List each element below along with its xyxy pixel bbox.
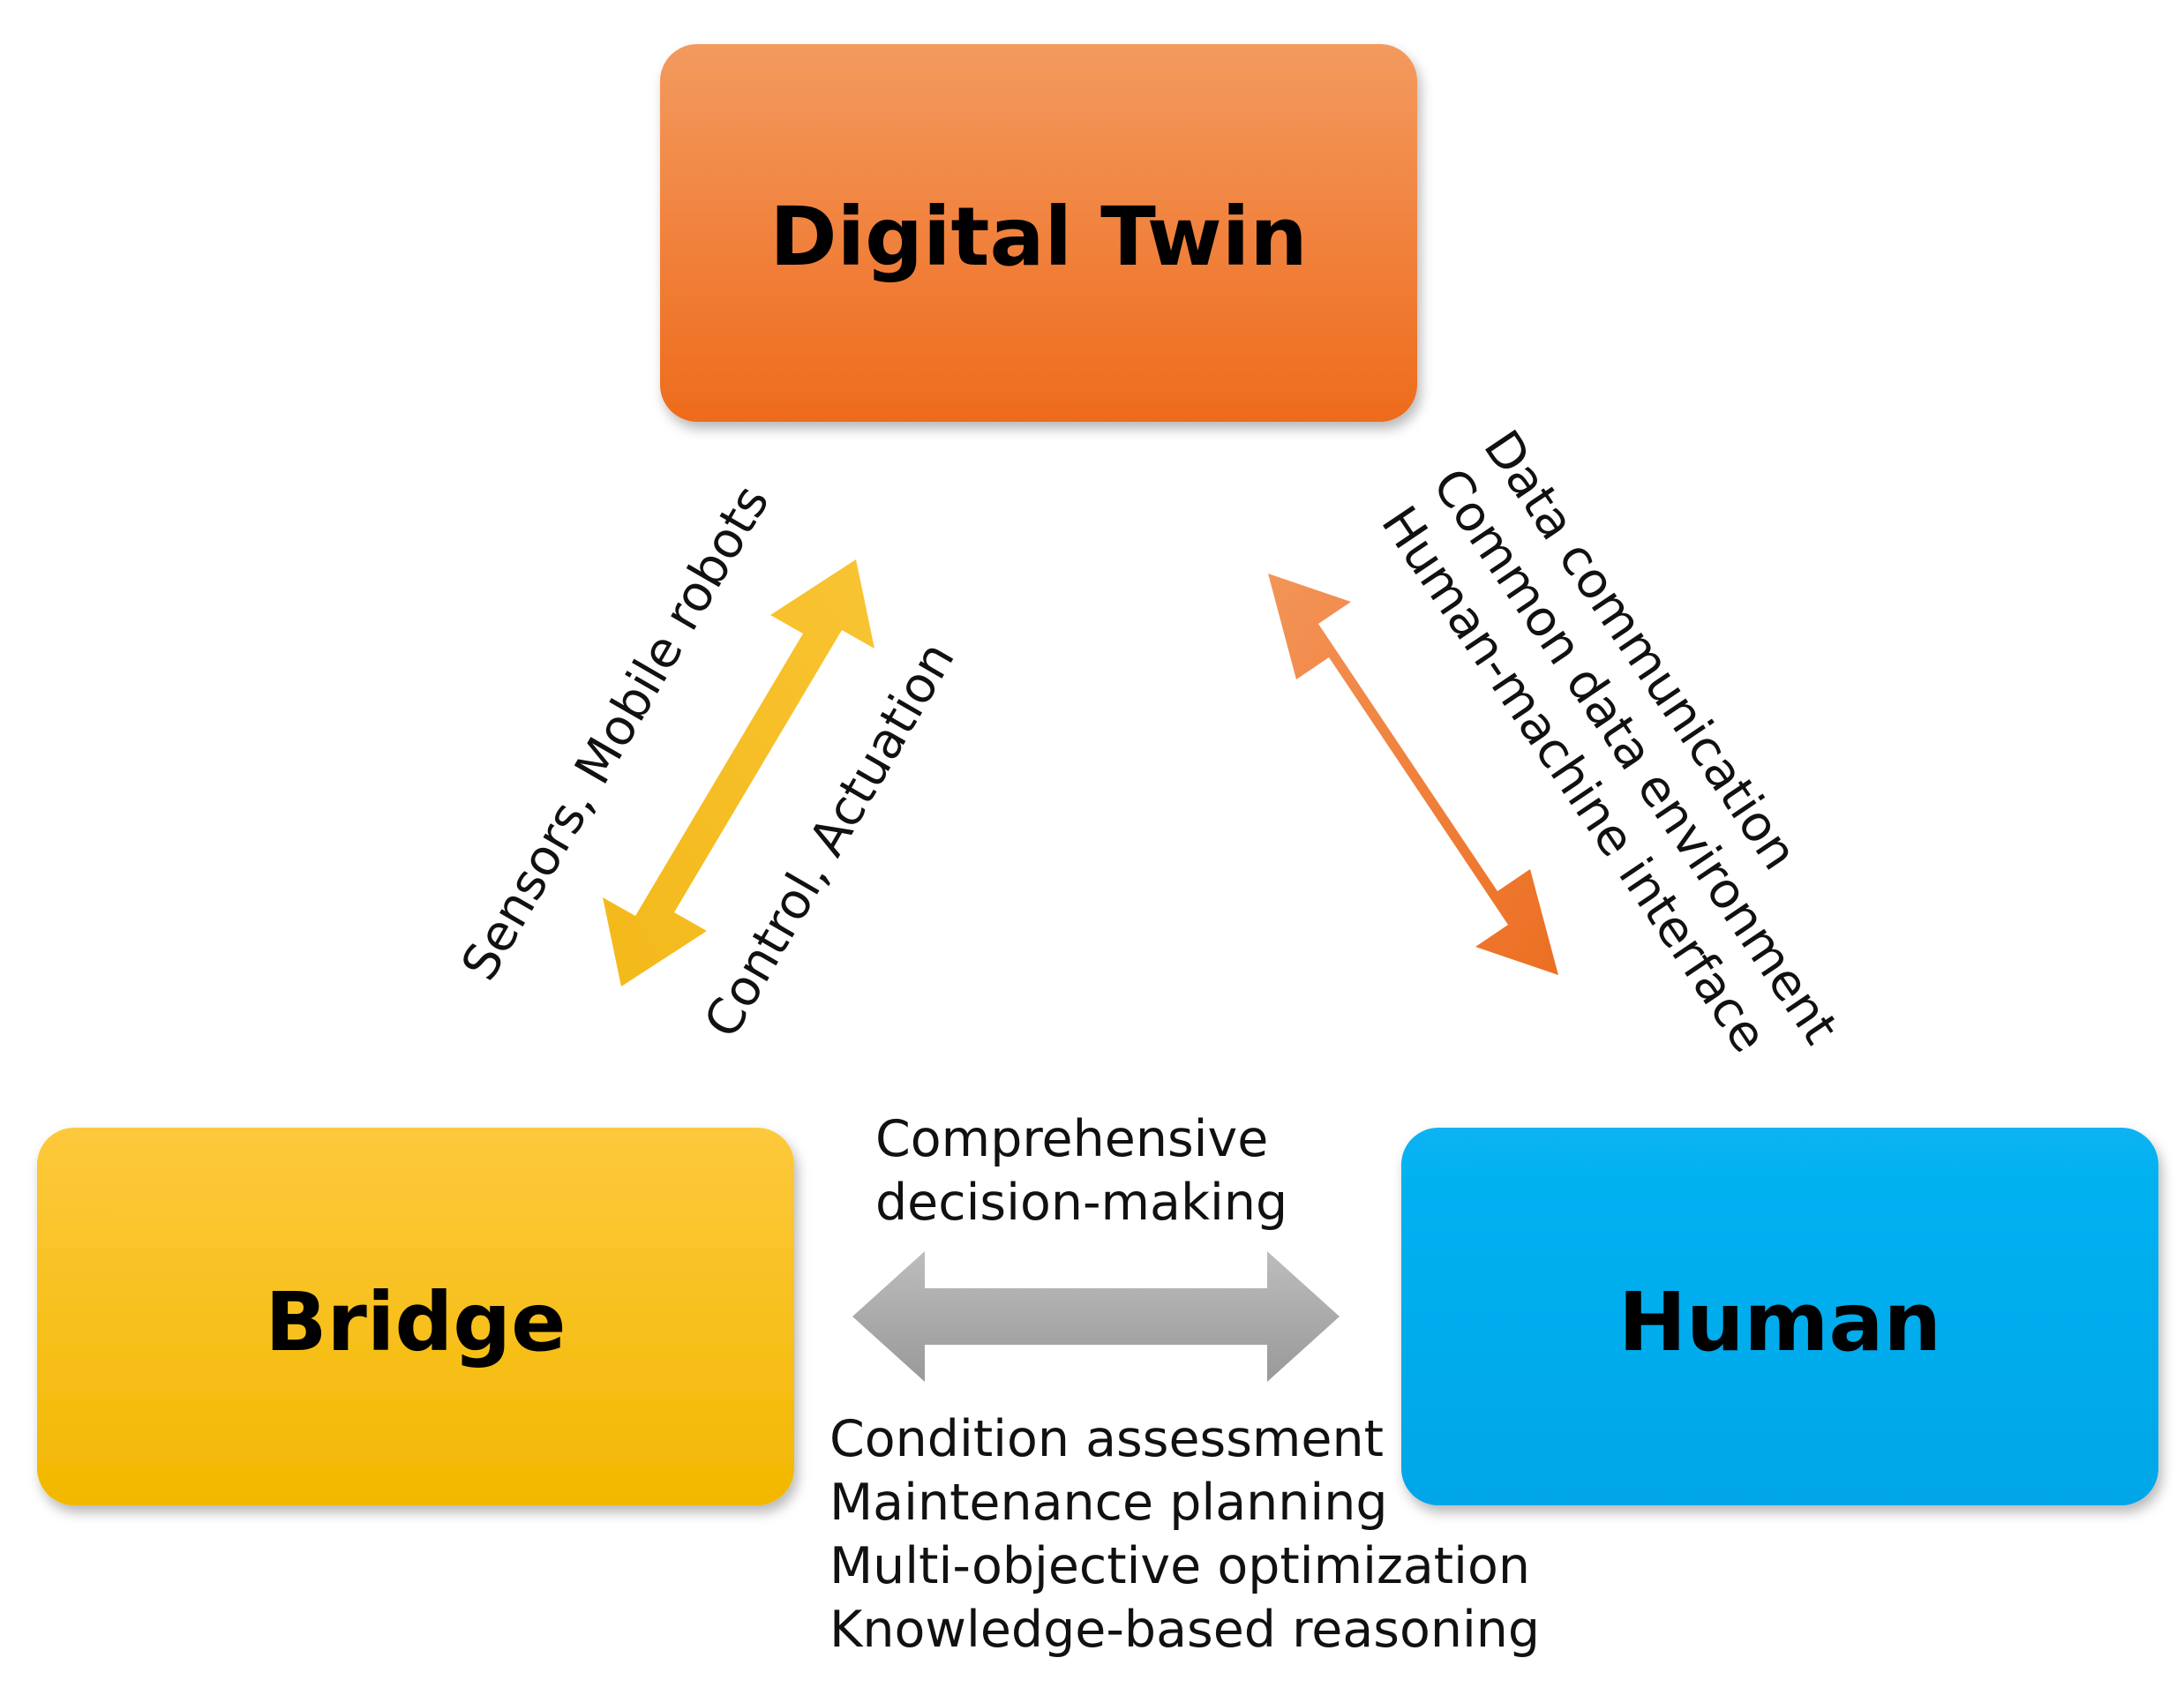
digital-twin-node: Digital Twin — [660, 44, 1417, 422]
bridge-title: Bridge — [265, 1275, 566, 1369]
bridge-box — [37, 1128, 794, 1505]
bridge-twin-arrow — [603, 559, 874, 987]
human-node: Human — [1401, 1128, 2158, 1505]
knowledge-based-reasoning-label: Knowledge-based reasoning — [829, 1601, 1540, 1659]
control-label: Control, Actuation — [694, 633, 966, 1047]
digital-twin-title: Digital Twin — [769, 190, 1308, 284]
common-data-environment-label: Common data environment — [1421, 458, 1849, 1054]
human-box — [1401, 1128, 2158, 1505]
condition-assessment-label: Condition assessment — [829, 1410, 1384, 1468]
bridge-node: Bridge — [37, 1128, 794, 1505]
bridge-human-arrow — [852, 1251, 1340, 1382]
twin-human-arrow — [1268, 574, 1558, 975]
digital-twin-box — [660, 44, 1417, 422]
decision-making-label: decision-making — [875, 1174, 1287, 1232]
multi-objective-optimization-label: Multi-objective optimization — [829, 1537, 1530, 1595]
human-title: Human — [1618, 1275, 1941, 1369]
maintenance-planning-label: Maintenance planning — [829, 1474, 1388, 1532]
comprehensive-label: Comprehensive — [875, 1110, 1268, 1168]
